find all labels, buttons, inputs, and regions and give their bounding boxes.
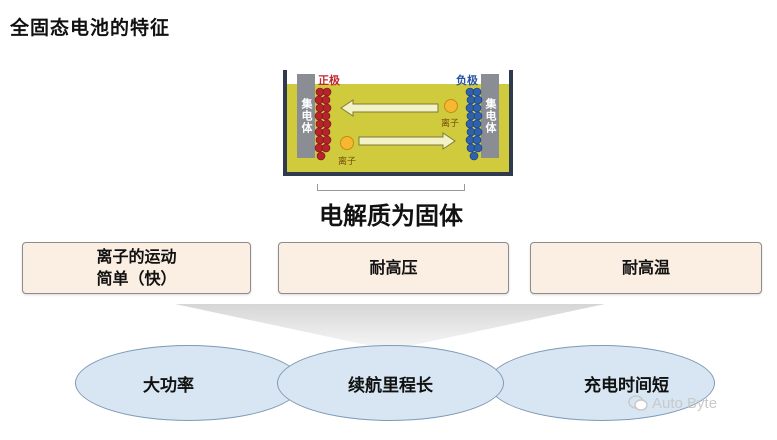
right-arrow-icon (358, 132, 456, 150)
ion-label-lower: 离子 (338, 157, 357, 167)
result-label: 充电时间短 (584, 375, 669, 396)
result-high-power: 大功率 (75, 345, 302, 421)
feature-box-high-temperature: 耐高温 (530, 242, 762, 294)
result-label: 续航里程长 (348, 375, 433, 396)
feature-label: 耐高温 (621, 258, 670, 277)
feature-label-line2: 简单（快） (96, 269, 177, 288)
left-arrow-icon (340, 99, 439, 117)
ion-label-upper: 离子 (441, 119, 460, 129)
feature-box-ion-movement: 离子的运动 简单（快） (22, 242, 251, 294)
result-long-range: 续航里程长 (277, 345, 504, 421)
funnel-arrow-icon (175, 304, 605, 350)
page-title: 全固态电池的特征 (10, 17, 171, 39)
electrolyte-caption: 电解质为固体 (319, 202, 463, 230)
battery-diagram: 集电体 集电体 正极 负极 (283, 70, 515, 180)
watermark-text: Auto Byte (652, 394, 718, 412)
current-collector-right: 集电体 (481, 74, 499, 158)
current-collector-left: 集电体 (297, 74, 315, 158)
result-label: 大功率 (143, 375, 194, 396)
electrode-particles (314, 87, 483, 161)
negative-electrode-label: 负极 (456, 74, 478, 87)
result-short-charge-time: 充电时间短 (488, 345, 715, 421)
feature-label-line1: 离子的运动 (96, 247, 177, 266)
container-wall-left (283, 70, 287, 176)
watermark: Auto Byte (628, 394, 717, 412)
container-wall-bottom (283, 172, 513, 176)
electrolyte-bracket (317, 184, 465, 191)
wechat-icon (628, 395, 648, 411)
container-wall-right (509, 70, 513, 176)
positive-electrode-label: 正极 (318, 74, 340, 87)
feature-box-high-voltage: 耐高压 (278, 242, 509, 294)
feature-label: 耐高压 (369, 258, 418, 277)
